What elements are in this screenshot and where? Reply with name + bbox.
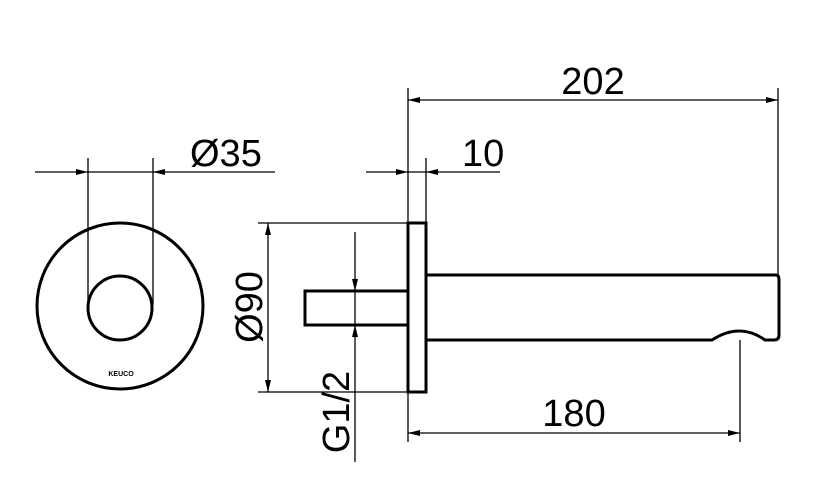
side-view	[303, 221, 781, 394]
dim-rosette-diameter: Ø90	[229, 271, 271, 343]
dim-flange-thickness: 10	[462, 133, 504, 175]
dim-thread: G1/2	[316, 232, 358, 462]
dim-rosette: Ø90	[229, 222, 408, 393]
dim-inner-diameter: Ø35	[190, 133, 262, 175]
dim-overall-length: 202	[561, 61, 624, 103]
front-view: KEUCO Ø35	[35, 133, 275, 391]
rosette-outline	[35, 221, 205, 391]
flange	[406, 221, 428, 394]
spout-body	[426, 273, 781, 342]
inner-bore	[86, 274, 154, 342]
threaded-stub	[303, 289, 410, 327]
dim-flange: 10	[366, 133, 504, 223]
dim-outlet: 180	[408, 340, 741, 442]
brand-logo: KEUCO	[108, 371, 134, 378]
dim-thread-size: G1/2	[316, 371, 358, 453]
dim-overall: 202	[407, 61, 779, 442]
dim-outlet-distance: 180	[542, 393, 605, 435]
